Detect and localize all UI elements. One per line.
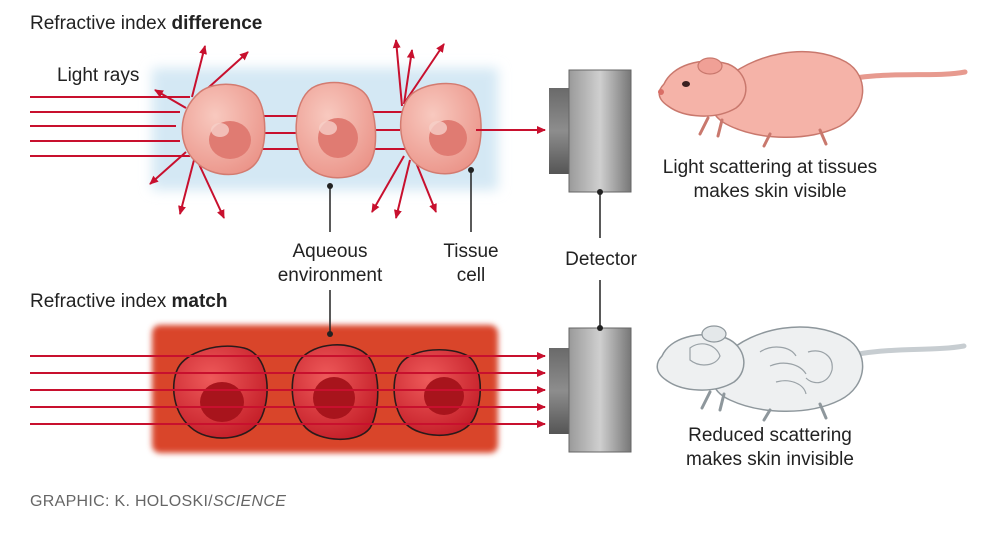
transmitted-rays-bottom [30, 352, 546, 428]
top-panel [30, 39, 546, 232]
graphic-credit: GRAPHIC: K. HOLOSKI/SCIENCE [30, 493, 287, 510]
mouse-visible-icon [658, 51, 968, 148]
scattered-rays-top [149, 39, 445, 219]
tissue-cell-top-1 [181, 83, 266, 176]
tissue-cell-bottom-1 [172, 345, 268, 439]
aqueous-environment-label: Aqueous environment [277, 241, 383, 286]
visible-caption: Light scattering at tissues makes skin v… [662, 157, 878, 202]
top-panel-title: Refractive index difference [30, 13, 263, 34]
tissue-cell-label: Tissue cell [443, 241, 499, 286]
detector-label: Detector [565, 249, 637, 270]
tissue-cell-top-3 [399, 82, 482, 175]
tissue-cell-bottom-3 [393, 348, 482, 436]
detector-top [549, 69, 632, 193]
light-rays-label: Light rays [57, 65, 140, 86]
invisible-caption: Reduced scattering makes skin invisible [686, 425, 854, 470]
bottom-panel [30, 290, 546, 453]
bottom-panel-title: Refractive index match [30, 291, 228, 312]
tissue-cell-top-2 [295, 81, 377, 179]
tissue-cell-bottom-2 [291, 344, 379, 440]
mouse-invisible-icon [656, 325, 967, 422]
detector-bottom [549, 327, 632, 453]
